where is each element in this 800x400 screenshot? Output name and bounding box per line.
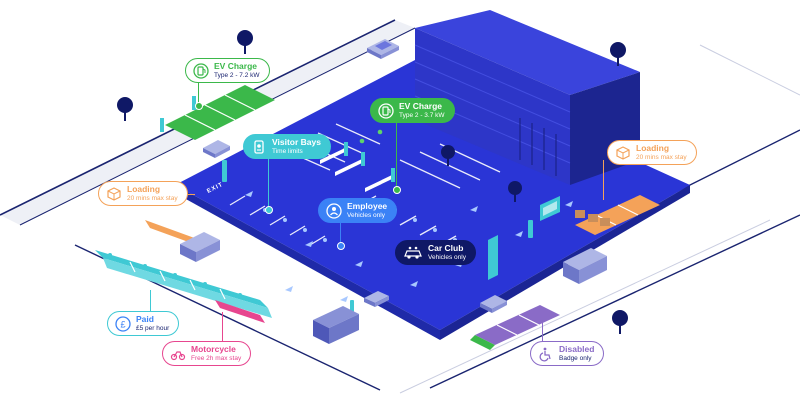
- callout-title: Loading: [127, 184, 161, 194]
- ev-charger-icon: [193, 62, 209, 79]
- motorcycle-bays-strip: [215, 300, 265, 323]
- leader-motorcycle: [222, 312, 223, 342]
- tree: [237, 30, 253, 54]
- callout-loading-left[interactable]: Loading 20 mins max stay: [98, 181, 188, 207]
- callout-subtitle: 20 mins max stay: [127, 194, 178, 202]
- visitor-badge-icon: [254, 139, 264, 154]
- callout-title: Visitor Bays: [272, 137, 321, 147]
- callout-title: Loading: [636, 143, 670, 153]
- callout-ev-charge-2[interactable]: EV Charge Type 2 - 3.7 kW: [370, 98, 455, 124]
- callout-car-club[interactable]: Car Club Vehicles only: [395, 240, 476, 266]
- callout-disabled[interactable]: Disabled Badge only: [530, 341, 605, 367]
- callout-subtitle: Vehicles only: [428, 253, 466, 261]
- leader-disabled: [542, 322, 543, 342]
- pallets: [575, 210, 610, 226]
- callout-subtitle: Vehicles only: [347, 211, 385, 219]
- callout-title: Motorcycle: [191, 344, 236, 354]
- vehicles: [180, 39, 607, 344]
- ev-charger-icon: [378, 102, 394, 119]
- leader-loading-right: [603, 160, 604, 200]
- bollards: [222, 160, 533, 312]
- leader-paid: [150, 290, 151, 312]
- barrier-1: [320, 142, 348, 164]
- callout-visitor-bays[interactable]: Visitor Bays Time limits: [243, 134, 331, 160]
- callout-title: Employee: [347, 201, 388, 211]
- tree: [612, 310, 628, 334]
- callout-subtitle: £5 per hour: [136, 324, 170, 332]
- car-centre: [364, 291, 389, 307]
- svg-text:£: £: [120, 319, 125, 329]
- direction-arrows: [245, 191, 573, 302]
- box-icon: [107, 186, 121, 201]
- callout-subtitle: Type 2 - 7.2 kW: [214, 71, 260, 79]
- tree: [441, 145, 455, 166]
- car-park-sign: [540, 196, 560, 221]
- pin-visitor-bays: [265, 206, 273, 214]
- barrier-3: [365, 168, 395, 192]
- callout-loading-right[interactable]: Loading 20 mins max stay: [607, 140, 697, 166]
- paid-bays-strip: [95, 250, 272, 318]
- car-right-road: [480, 295, 507, 313]
- car-ev-bay: [203, 140, 230, 158]
- pin-employee: [337, 242, 345, 250]
- van-loading-left: [180, 232, 220, 262]
- bus-bottom: [313, 306, 359, 344]
- callout-title: Car Club: [428, 243, 464, 253]
- callout-subtitle: Type 2 - 3.7 kW: [399, 111, 445, 119]
- ev-bays-strip: [160, 85, 275, 140]
- callout-paid[interactable]: £ Paid £5 per hour: [107, 311, 180, 337]
- leader-ev-charge-2: [396, 118, 397, 188]
- leader-employee: [340, 222, 341, 244]
- pin-ev-charge-2: [393, 186, 401, 194]
- callout-subtitle: Free 2h max stay: [191, 354, 242, 362]
- person-icon: [326, 202, 342, 219]
- entry-barriers: [320, 142, 395, 192]
- wheelchair-icon: [539, 347, 551, 362]
- leader-ev-charge-1: [198, 82, 199, 104]
- office-building: [414, 10, 640, 185]
- callout-employee[interactable]: Employee Vehicles only: [318, 198, 398, 224]
- signage: [488, 196, 610, 280]
- pound-icon: £: [115, 315, 131, 332]
- barrier-2: [335, 152, 365, 176]
- callout-subtitle: Badge only: [559, 354, 592, 362]
- tree: [117, 97, 133, 121]
- pin-ev-charge-1: [195, 102, 203, 110]
- callout-title: EV Charge: [399, 101, 442, 111]
- callout-subtitle: Time limits: [272, 147, 303, 155]
- leader-visitor-bays: [268, 159, 269, 209]
- callout-subtitle: 20 mins max stay: [636, 153, 687, 161]
- tree: [508, 181, 522, 202]
- tree: [610, 42, 626, 66]
- callout-ev-charge-1[interactable]: EV Charge Type 2 - 7.2 kW: [185, 58, 270, 84]
- callout-title: Paid: [136, 314, 154, 324]
- callout-motorcycle[interactable]: Motorcycle Free 2h max stay: [162, 341, 252, 367]
- truck-right: [563, 248, 607, 284]
- callout-title: Disabled: [559, 344, 595, 354]
- totem-sign: [488, 235, 498, 280]
- trees: [117, 30, 628, 334]
- car-top-road: [367, 39, 399, 59]
- motorcycle-icon: [170, 351, 186, 360]
- box-icon: [616, 145, 630, 160]
- disabled-bays-strip: [470, 305, 560, 350]
- car-club-icon: [404, 246, 422, 259]
- callout-title: EV Charge: [214, 61, 257, 71]
